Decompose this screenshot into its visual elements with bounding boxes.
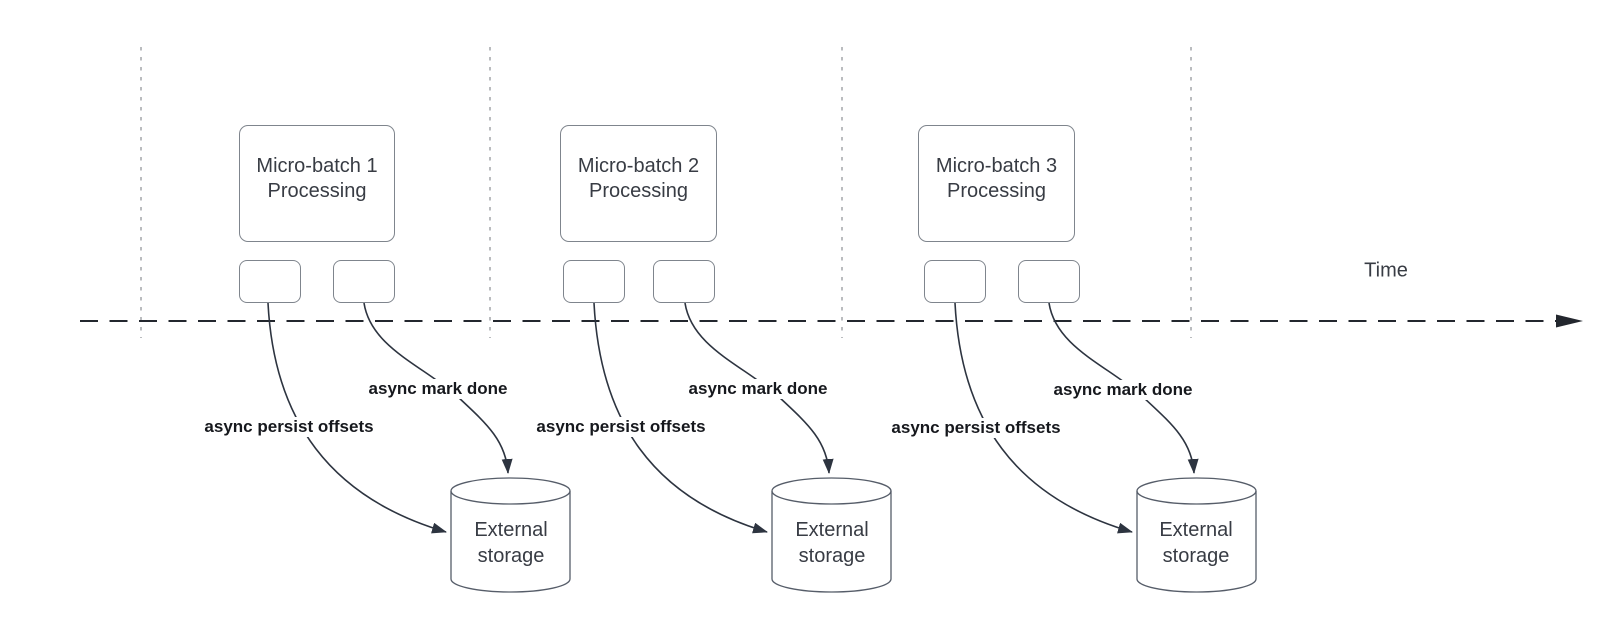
micro-batch-2-title-line1: Micro-batch 2 [577,154,700,177]
micro-batch-1-title-line2: Processing [267,179,367,202]
micro-batch-3-box: Micro-batch 3 Processing [918,125,1075,242]
mark-done-task-box-2 [653,260,715,303]
persist-offsets-arrow-2 [593,302,768,534]
mark-done-label-2: async mark done [685,379,831,399]
external-storage-label-1: External storage [474,517,547,569]
persist-offsets-arrow-3 [954,302,1133,534]
storage-cylinder-3 [1136,477,1257,593]
time-axis-arrowhead [1556,314,1583,328]
persist-offsets-task-box-3 [924,260,986,303]
persist-offsets-label-1: async persist offsets [201,417,377,437]
persist-offsets-label-3: async persist offsets [888,418,1064,438]
external-storage-3-line1: External [1159,519,1233,541]
mark-done-label-1: async mark done [365,379,511,399]
persist-offsets-arrow-1 [267,302,447,534]
micro-batch-3-title-line2: Processing [947,179,1046,202]
external-storage-2-line1: External [795,519,869,541]
mark-done-task-box-1 [333,260,395,303]
mark-done-task-box-3 [1018,260,1080,303]
micro-batch-3-box-label: Micro-batch 3 Processing [936,154,1057,204]
time-axis-label: Time [1364,259,1408,282]
micro-batch-1-title-line1: Micro-batch 1 [256,154,378,177]
external-storage-label-2: External storage [795,517,868,569]
persist-offsets-label-2: async persist offsets [533,417,709,437]
storage-cylinder-1 [450,477,571,593]
micro-batch-1-box: Micro-batch 1 Processing [239,125,395,242]
persist-offsets-task-box-1 [239,260,301,303]
micro-batch-2-title-line2: Processing [589,179,688,202]
micro-batch-1-box-label: Micro-batch 1 Processing [256,154,377,204]
storage-cylinder-2 [771,477,892,593]
external-storage-2-line2: storage [798,545,866,567]
micro-batch-2-box: Micro-batch 2 Processing [560,125,717,242]
external-storage-1-line1: External [474,519,548,541]
external-storage-1-line2: storage [477,545,545,567]
external-storage-label-3: External storage [1159,517,1232,569]
mark-done-label-3: async mark done [1050,380,1196,400]
external-storage-3-line2: storage [1162,545,1230,567]
persist-offsets-task-box-2 [563,260,625,303]
micro-batch-2-box-label: Micro-batch 2 Processing [578,154,699,204]
micro-batch-3-title-line1: Micro-batch 3 [935,154,1058,177]
